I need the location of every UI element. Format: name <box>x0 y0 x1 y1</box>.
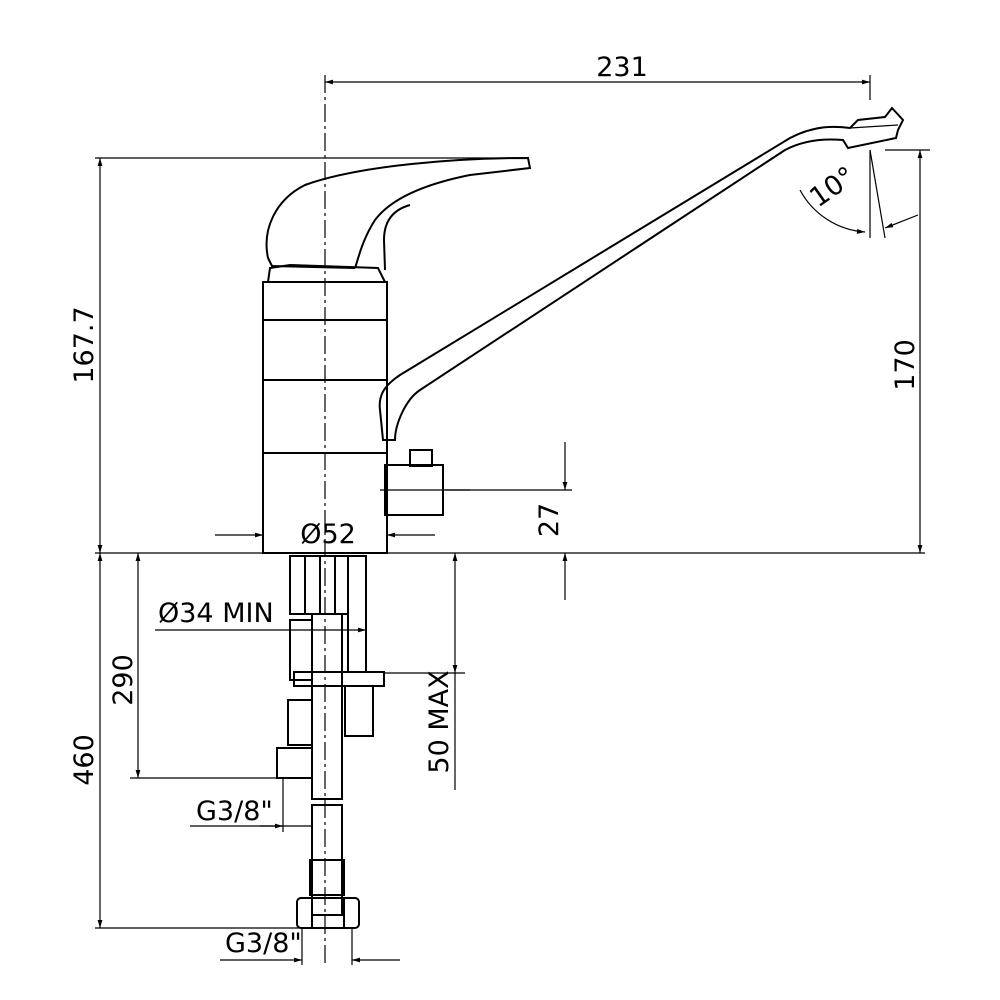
dimension-long-hose: 460 <box>69 553 300 929</box>
dim-deck-thickness-label: 50 MAX <box>424 670 455 773</box>
dim-thread-2-label: G3/8" <box>225 928 302 959</box>
dim-short-hose-label: 290 <box>108 654 139 706</box>
dim-long-hose-label: 460 <box>69 734 100 786</box>
dim-body-height-label: 167.7 <box>69 306 100 383</box>
dim-hole-diameter-label: Ø34 MIN <box>158 598 274 629</box>
dim-reach-label: 231 <box>596 52 648 83</box>
dimension-thread-1: G3/8" <box>190 778 312 832</box>
spout <box>378 106 905 441</box>
dimension-reach: 231 <box>325 52 871 100</box>
dimension-thread-2: G3/8" <box>220 928 400 965</box>
dim-thread-1-label: G3/8" <box>196 796 273 827</box>
lever-handle <box>265 156 532 271</box>
faucet-body <box>262 263 388 554</box>
dimension-hole-diameter: Ø34 MIN <box>155 598 366 633</box>
dim-angle-label: 10° <box>804 161 861 214</box>
dimension-valve-height: 27 <box>445 442 572 600</box>
supply-hoses <box>276 555 385 929</box>
check-valve <box>380 449 470 516</box>
dim-spout-height-label: 170 <box>890 339 921 391</box>
dimension-angle: 10° <box>799 149 919 239</box>
dimension-body-diameter: Ø52 <box>215 519 435 550</box>
dim-valve-height-label: 27 <box>534 503 565 537</box>
dim-body-diameter-label: Ø52 <box>300 519 356 550</box>
dimension-body-height: 167.7 <box>69 157 520 553</box>
dimension-short-hose: 290 <box>108 553 280 779</box>
dimension-spout-height: 170 <box>885 149 930 553</box>
dimension-deck-thickness: 50 MAX <box>384 553 465 790</box>
